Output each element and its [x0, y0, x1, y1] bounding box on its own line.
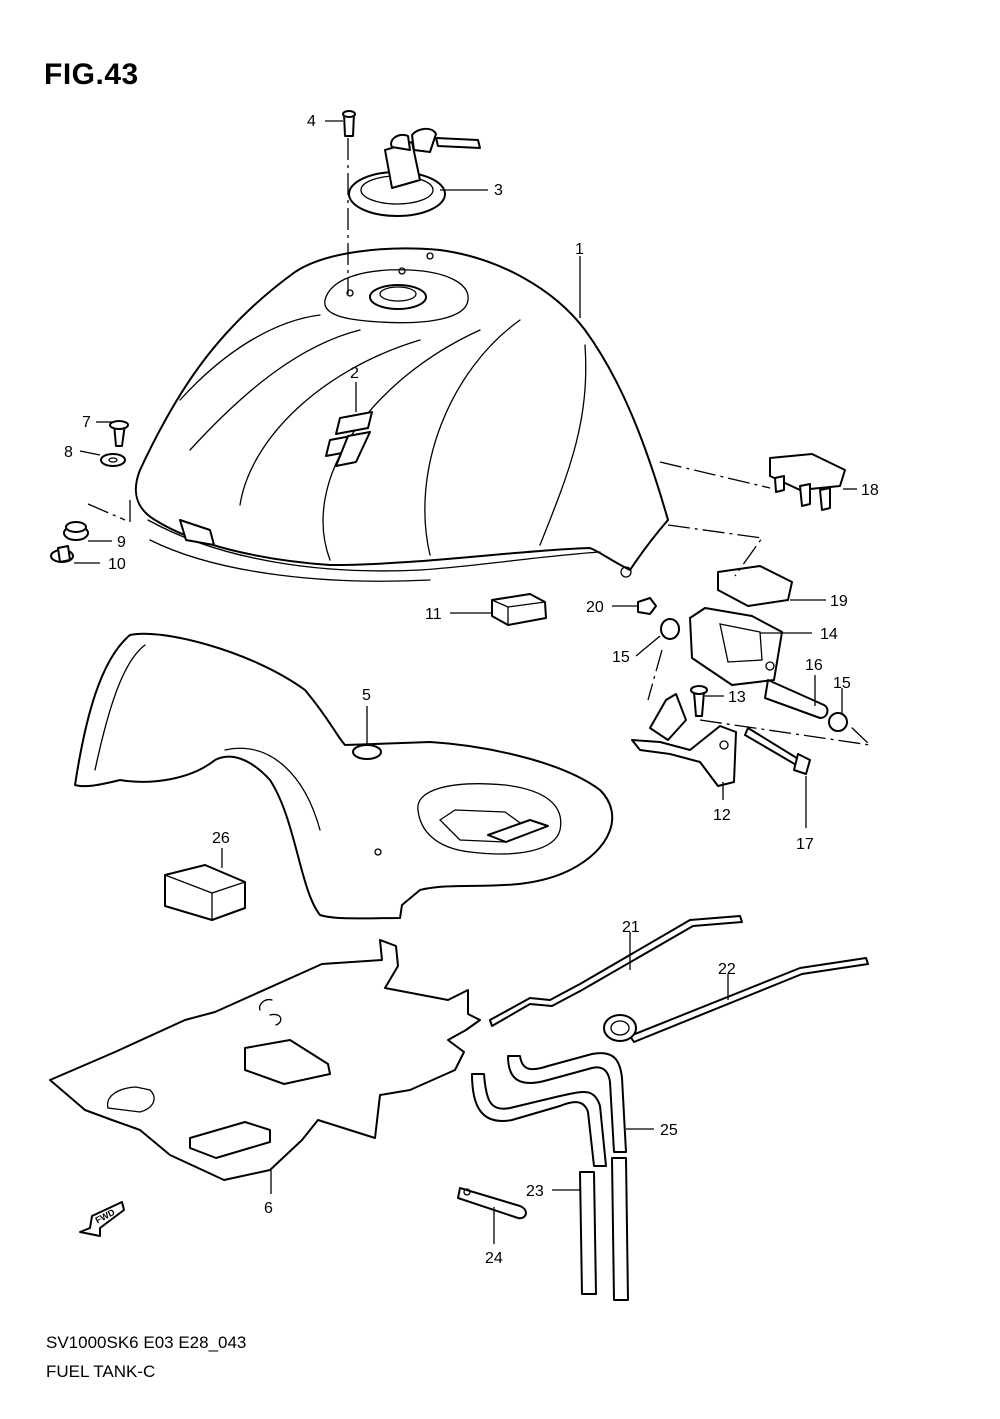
fuel-cap-part: [348, 127, 481, 217]
pad-block-part: [164, 864, 246, 921]
assembly-line: [647, 649, 663, 701]
callout-23: 23: [526, 1183, 544, 1200]
mounting-bracket-part: [631, 693, 737, 787]
callout-18: 18: [861, 482, 879, 499]
fuel-tank-part: [134, 247, 669, 582]
rubber-19-part: [717, 565, 793, 607]
hose-23-part: [579, 1157, 629, 1301]
callout-19: 19: [830, 593, 848, 610]
bolt-13-part: [690, 685, 708, 717]
heat-shield-part: [49, 939, 481, 1181]
rubber-18-part: [769, 453, 846, 511]
collar-part: [50, 545, 74, 563]
bolt-part: [109, 420, 129, 447]
callout-10: 10: [108, 556, 126, 573]
nut-20-part: [637, 597, 657, 615]
callout-15: 15: [612, 649, 630, 666]
callout-6: 6: [264, 1200, 273, 1217]
hose-25-part: [471, 1052, 627, 1167]
callout-14: 14: [820, 626, 838, 643]
callout-16: 16: [805, 657, 823, 674]
callout-7: 7: [82, 414, 91, 431]
callout-22: 22: [718, 961, 736, 978]
callout-20: 20: [586, 599, 604, 616]
diagram-name: FUEL TANK-C: [46, 1362, 156, 1381]
rod-22-part: [603, 957, 869, 1043]
callout-24: 24: [485, 1250, 503, 1267]
callout-25: 25: [660, 1122, 678, 1139]
emblem-part: [325, 411, 373, 467]
callout-9: 9: [117, 534, 126, 551]
washer-part: [100, 453, 126, 467]
clamp-24-part: [457, 1187, 527, 1220]
callout-12: 12: [713, 807, 731, 824]
cushion-block-part: [491, 593, 547, 626]
callout-2: 2: [350, 365, 359, 382]
assembly-line: [699, 719, 872, 746]
callout-1: 1: [575, 241, 584, 258]
callout-3: 3: [494, 182, 503, 199]
protector-part: [74, 632, 614, 920]
hinge-bracket-part: [689, 607, 783, 686]
fwd-arrow-icon: FWD: [79, 1201, 125, 1237]
rod-21-part: [489, 915, 743, 1027]
figure-title: FIG.43: [44, 58, 139, 91]
collar-15-part: [660, 618, 848, 732]
assembly-line: [667, 524, 764, 577]
callout-17: 17: [796, 836, 814, 853]
callout-11: 11: [425, 606, 442, 623]
pipe-16-part: [764, 679, 829, 719]
cushion-part: [63, 521, 89, 541]
assembly-line: [659, 461, 771, 489]
assembly-line: [87, 503, 126, 521]
callout-15: 15: [833, 675, 851, 692]
bolt-17-part: [744, 727, 811, 775]
screw-part: [342, 110, 356, 137]
callout-13: 13: [728, 689, 746, 706]
diagram-code: SV1000SK6 E03 E28_043: [46, 1333, 247, 1352]
callout-4: 4: [307, 113, 316, 130]
callout-8: 8: [64, 444, 73, 461]
callout-21: 21: [622, 919, 640, 936]
callout-5: 5: [362, 687, 371, 704]
callout-26: 26: [212, 830, 230, 847]
